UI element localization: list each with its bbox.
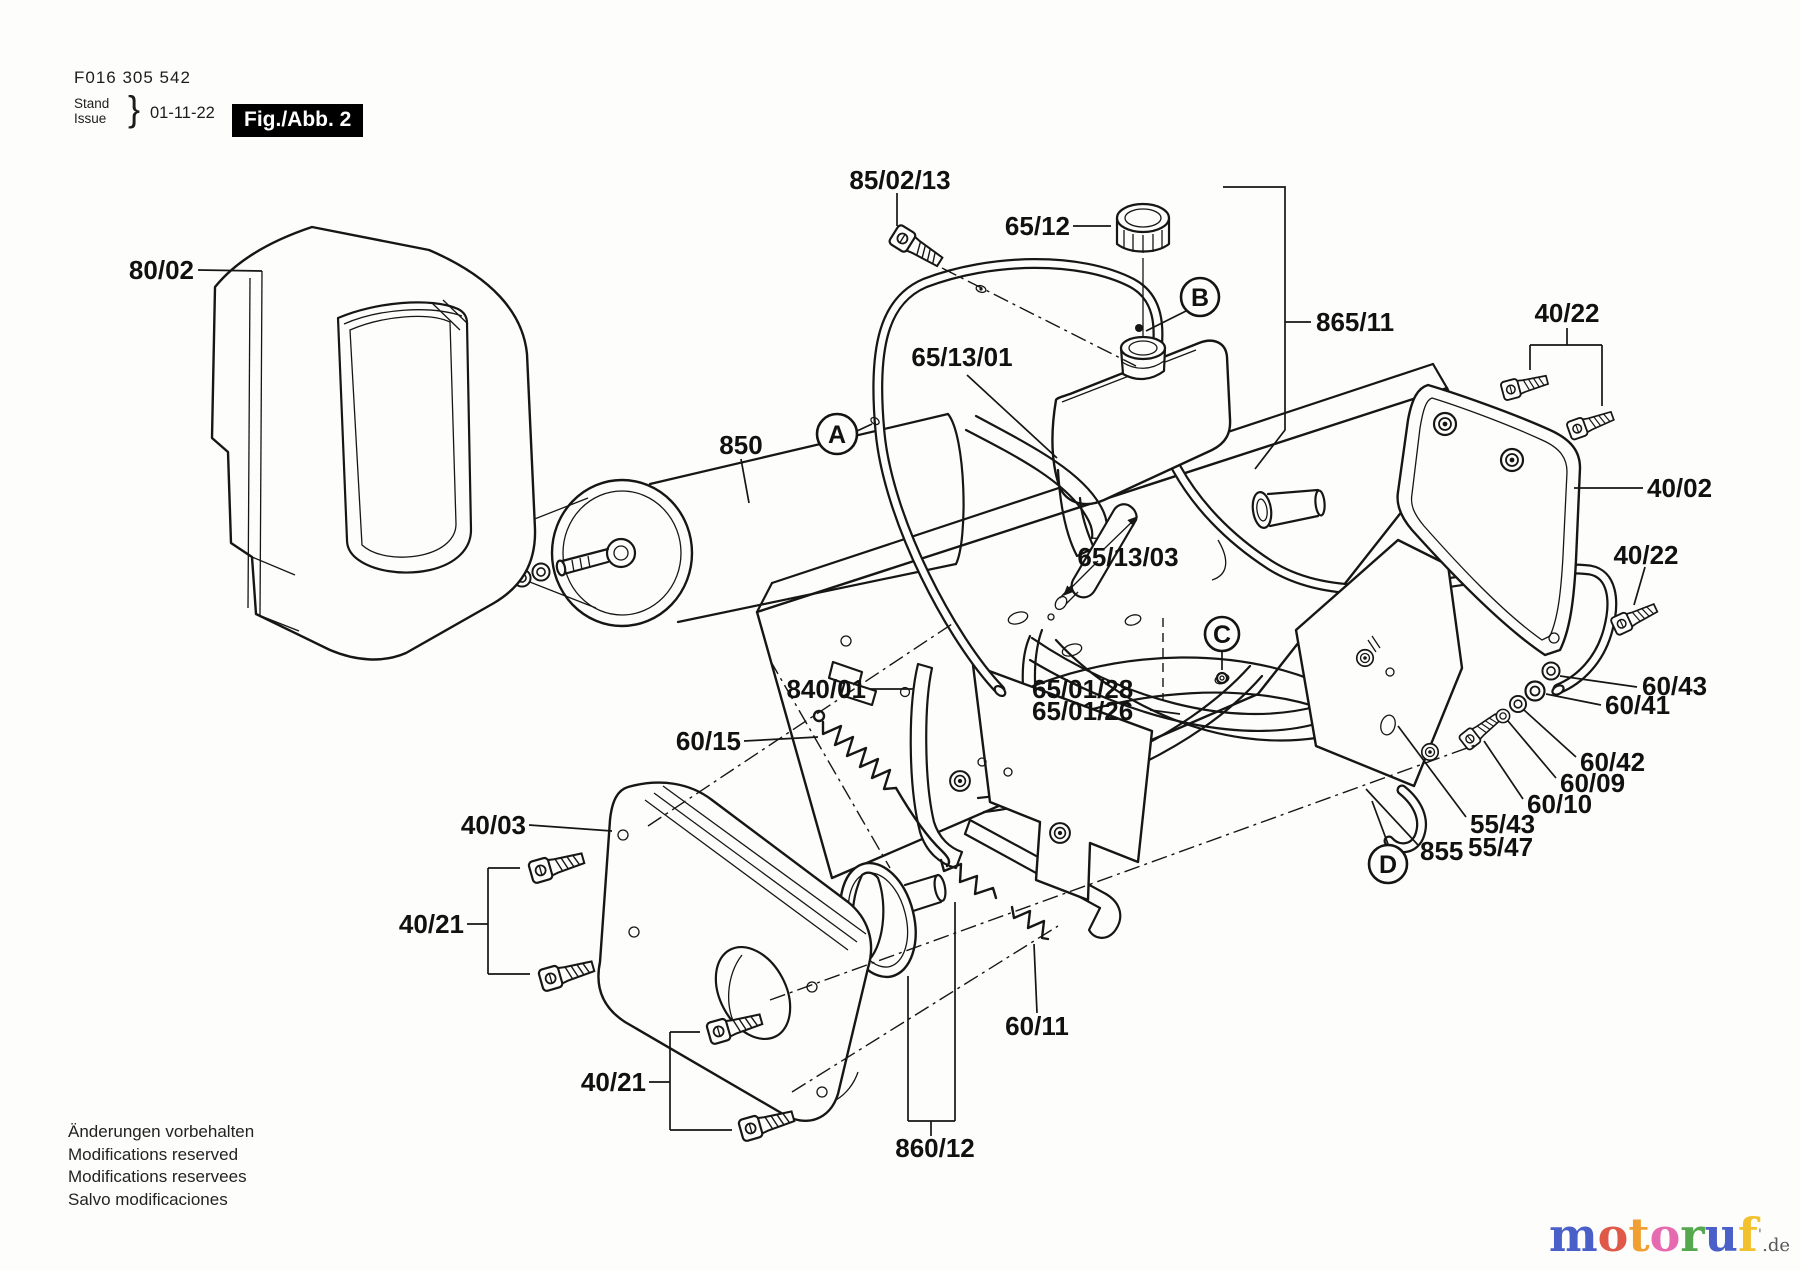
lower-plate-drawing bbox=[597, 781, 873, 1123]
watermark-motoruf: motoruf'.de bbox=[1549, 1212, 1790, 1269]
part-label-65-13-01: 65/13/01 bbox=[911, 342, 1012, 372]
issue-date: 01-11-22 bbox=[150, 104, 215, 122]
part-label-60-42: 60/42 bbox=[1580, 747, 1645, 777]
leader-lines bbox=[197, 186, 1646, 1136]
ref-letter-B: B bbox=[1191, 284, 1209, 312]
part-label-850: 850 bbox=[719, 430, 762, 460]
part-label-60-09: 60/09 bbox=[1560, 768, 1625, 798]
part-label-860-12: 860/12 bbox=[895, 1133, 975, 1163]
figure-number-badge: Fig./Abb. 2 bbox=[232, 104, 364, 137]
watermark-letter: o bbox=[1597, 1208, 1629, 1262]
part-labels-layer: 85/02/13 65/12 865/11 40/22 80/02 65/13/01 850… bbox=[129, 165, 1712, 1163]
part-label-40-22-top: 40/22 bbox=[1534, 298, 1599, 328]
ref-letter-C: C bbox=[1213, 621, 1231, 649]
ref-letter-D: D bbox=[1379, 851, 1397, 879]
watermark-letter: u bbox=[1704, 1208, 1738, 1262]
outer-side-plate-drawing bbox=[1396, 383, 1582, 657]
note-en: Modifications reserved bbox=[68, 1144, 239, 1164]
stand-label: Stand bbox=[74, 96, 110, 111]
part-label-40-21-lower: 40/21 bbox=[581, 1067, 646, 1097]
part-label-55-43: 55/43 bbox=[1470, 809, 1535, 839]
part-label-60-43: 60/43 bbox=[1642, 671, 1707, 701]
springs-drawing bbox=[812, 709, 1050, 941]
part-label-855: 855 bbox=[1420, 836, 1463, 866]
watermark-letter: m bbox=[1548, 1208, 1598, 1262]
watermark-mark: ' bbox=[1757, 1227, 1763, 1243]
tank-drawing bbox=[1051, 202, 1232, 558]
legal-notes: Änderungen vorbehalten Modifications res… bbox=[68, 1121, 254, 1211]
watermark-letter: f bbox=[1738, 1208, 1758, 1262]
ref-letter-A: A bbox=[828, 421, 846, 449]
note-fr: Modifications reservees bbox=[68, 1167, 247, 1186]
screws-drawing bbox=[526, 222, 1661, 1143]
watermark-letter: o bbox=[1649, 1208, 1681, 1262]
brace-glyph: } bbox=[128, 88, 141, 129]
watermark-letter: r bbox=[1680, 1208, 1705, 1262]
part-label-40-21-upper: 40/21 bbox=[399, 909, 464, 939]
part-label-60-10: 60/10 bbox=[1527, 789, 1592, 819]
stand-issue-labels: Stand Issue bbox=[74, 96, 109, 126]
part-label-65-13-03: 65/13/03 bbox=[1077, 542, 1178, 572]
document-number: F016 305 542 bbox=[74, 68, 191, 87]
note-de: Änderungen vorbehalten bbox=[68, 1122, 255, 1141]
part-label-80-02: 80/02 bbox=[129, 255, 194, 285]
part-label-65-01-28: 65/01/28 bbox=[1032, 674, 1133, 704]
hose-spout-drawing bbox=[964, 414, 1138, 621]
watermark-suffix: .de bbox=[1762, 1235, 1790, 1256]
part-label-85-02-13: 85/02/13 bbox=[849, 165, 950, 195]
note-es: Salvo modificaciones bbox=[68, 1189, 228, 1209]
ref-circle-A bbox=[815, 412, 859, 456]
part-label-840-01: 840/01 bbox=[786, 674, 866, 704]
ref-circle-C bbox=[1203, 615, 1241, 653]
issue-label: Issue bbox=[74, 111, 107, 126]
part-label-40-03: 40/03 bbox=[461, 810, 526, 840]
part-label-40-22-right: 40/22 bbox=[1613, 540, 1678, 570]
part-label-60-11: 60/11 bbox=[1005, 1011, 1069, 1041]
ref-circles-layer: A B C D bbox=[815, 276, 1409, 885]
watermark-letter: t bbox=[1628, 1208, 1650, 1262]
washer-stack-drawing bbox=[1457, 661, 1561, 752]
part-label-865-11: 865/11 bbox=[1316, 307, 1394, 337]
part-label-60-41: 60/41 bbox=[1605, 690, 1670, 720]
alignment-lines bbox=[647, 267, 1479, 1093]
part-label-65-01-26: 65/01/26 bbox=[1032, 696, 1133, 726]
ref-circle-D bbox=[1367, 843, 1409, 885]
part-label-65-12: 65/12 bbox=[1005, 211, 1070, 241]
part-label-40-02: 40/02 bbox=[1647, 473, 1712, 503]
part-label-55-47: 55/47 bbox=[1468, 832, 1533, 862]
part-label-60-15: 60/15 bbox=[676, 726, 741, 756]
ref-circle-B bbox=[1179, 276, 1221, 318]
grass-box-drawing bbox=[210, 225, 537, 661]
roller-drawing bbox=[465, 412, 965, 628]
left-side-plate-drawing bbox=[827, 635, 1154, 939]
